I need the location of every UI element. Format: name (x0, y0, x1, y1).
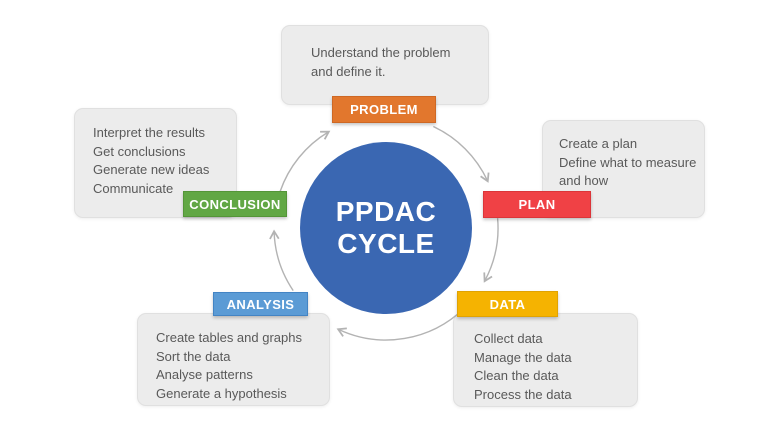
description-line: Get conclusions (93, 143, 186, 159)
description-line: Define what to measure (559, 154, 697, 170)
arrow-analysis-to-conclusion-icon (269, 229, 294, 291)
description-line: and define it. (311, 63, 386, 79)
stage-chip-conclusion: CONCLUSION (183, 191, 287, 217)
stage-chip-problem: PROBLEM (332, 96, 436, 123)
description-line: Communicate (93, 180, 174, 196)
description-line: Generate new ideas (93, 162, 210, 177)
stage-chip-analysis: ANALYSIS (213, 292, 308, 316)
description-line: Analyse patterns (156, 367, 253, 382)
description-line: Process the data (474, 386, 572, 402)
description-line: Sort the data (156, 348, 231, 364)
description-line: Understand the problem (311, 45, 451, 60)
arrow-plan-to-data-icon (483, 218, 499, 283)
description-line: Manage the data (474, 349, 572, 365)
description-line: Collect data (474, 331, 543, 346)
description-line: Clean the data (474, 368, 559, 383)
description-line: and how (559, 173, 609, 188)
description-line: Interpret the results (93, 125, 205, 140)
description-line: Create a plan (559, 136, 638, 151)
cycle-hub: PPDAC CYCLE (300, 142, 472, 314)
problem-description-box: Understand the problem and define it. (281, 25, 489, 105)
hub-title-line2: CYCLE (337, 228, 435, 259)
description-line: Generate a hypothesis (156, 385, 287, 401)
description-line: Create tables and graphs (156, 330, 302, 345)
stage-chip-plan: PLAN (483, 191, 591, 218)
data-description-box: Collect data Manage the data Clean the d… (453, 313, 638, 407)
hub-title-line1: PPDAC (335, 196, 437, 228)
arrow-data-to-analysis-icon (336, 308, 465, 341)
analysis-description-box: Create tables and graphs Sort the data A… (137, 313, 330, 406)
stage-chip-data: DATA (457, 291, 558, 317)
